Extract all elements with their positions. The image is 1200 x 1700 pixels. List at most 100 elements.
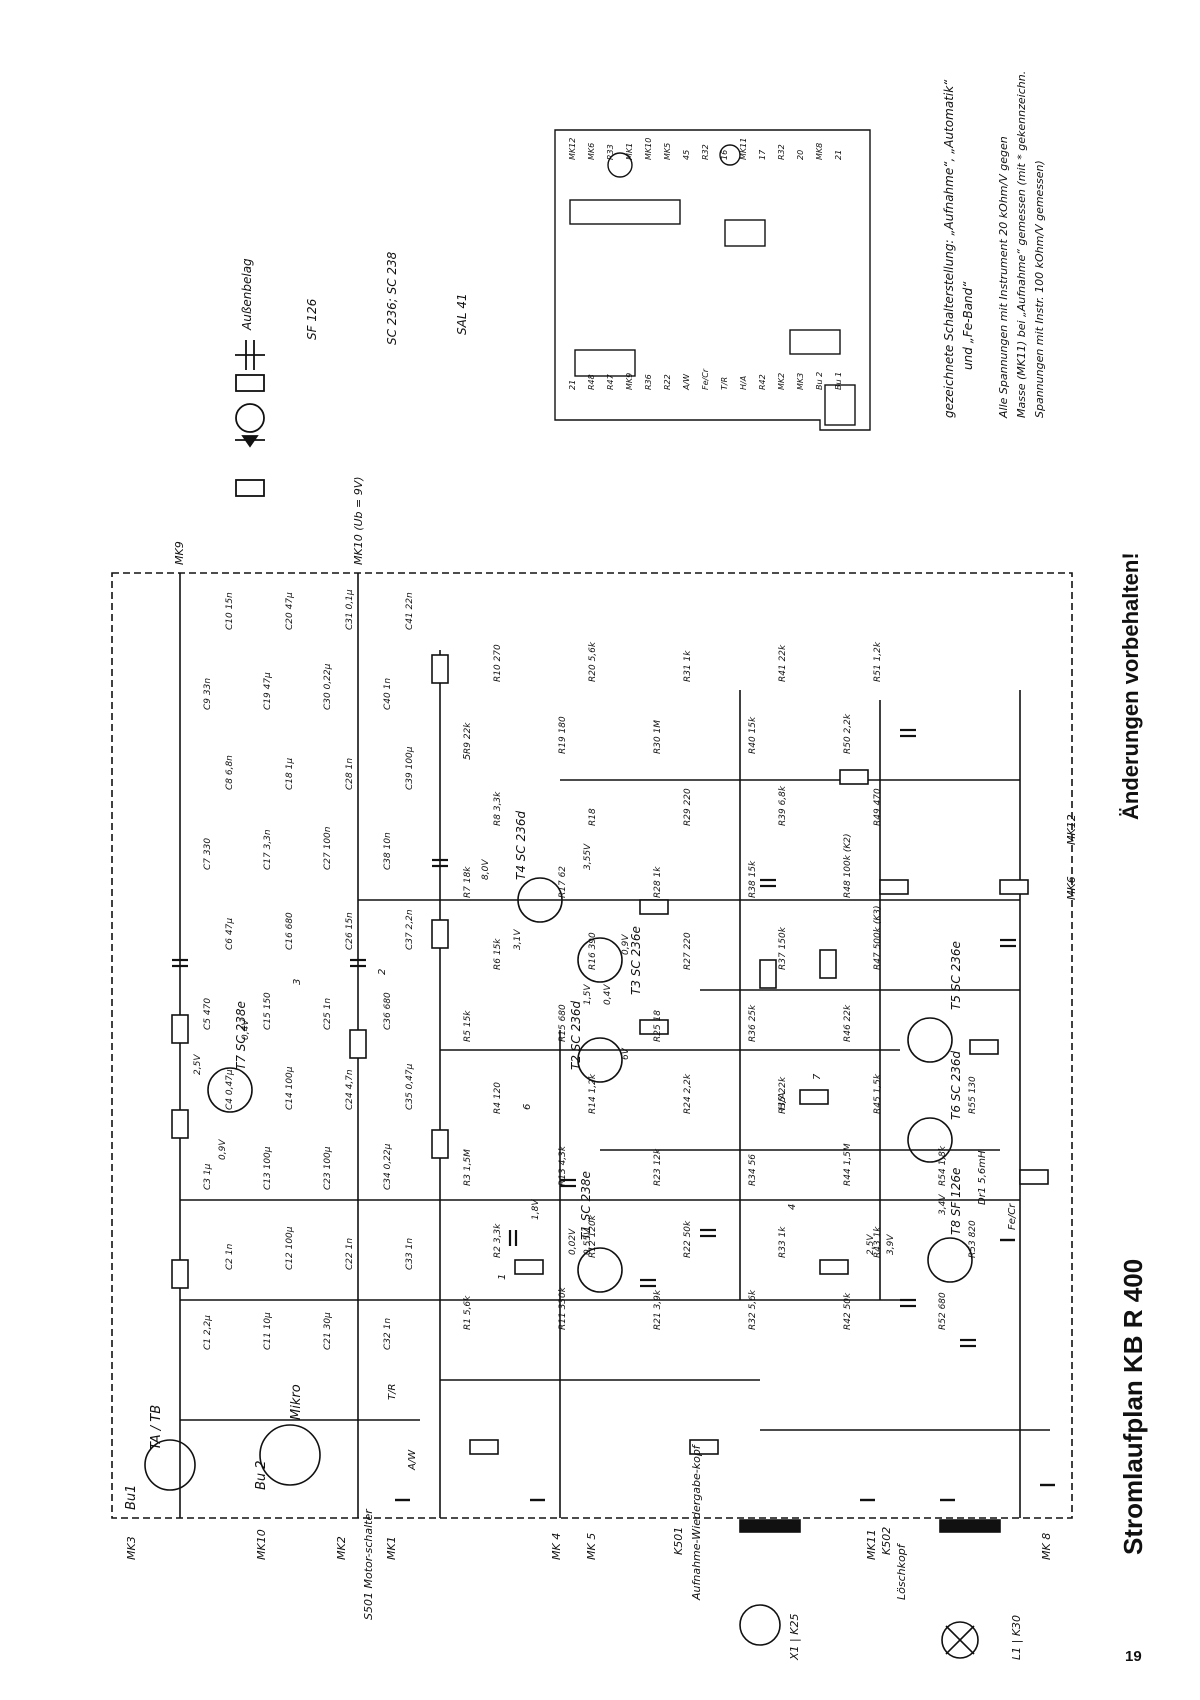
capacitor-label: C36 680	[383, 992, 393, 1030]
capacitor-label: C2 1n	[225, 1243, 235, 1270]
transistor-label: T2 SC 236d	[569, 1001, 583, 1070]
resistor-label: R23 12k	[653, 1148, 663, 1186]
resistor-label: R11 330k	[558, 1286, 568, 1330]
connector-label: MK10 (Ub = 9V)	[352, 476, 365, 565]
capacitor-label: C19 47µ	[263, 672, 273, 710]
capacitor-label: C13 100µ	[263, 1146, 273, 1190]
voltage-mark: 6V	[621, 1047, 631, 1060]
resistor-label: R1 5,6k	[463, 1295, 473, 1330]
switch-note-line-1: gezeichnete Schalterstellung: „Aufnahme“…	[942, 79, 956, 418]
capacitor-label: C14 100µ	[285, 1066, 295, 1110]
capacitor-label: C39 100µ	[405, 746, 415, 790]
capacitor-label: C33 1n	[405, 1238, 415, 1270]
resistor-label: R14 1,2k	[588, 1073, 598, 1114]
resistor-label: R50 2,2k	[843, 713, 853, 754]
head-k502	[941, 1621, 979, 1659]
connector-label: MK11	[865, 1529, 878, 1560]
legend-sal41: SAL 41	[455, 293, 469, 335]
connector-label: MK12	[1065, 814, 1078, 845]
pcb-label: R48	[587, 374, 596, 390]
test-point-label: 5	[462, 754, 473, 760]
connector-label: MK10	[255, 1529, 268, 1560]
resistor-label: R10 270	[493, 644, 503, 682]
resistor-label: R22 50k	[683, 1220, 693, 1258]
resistor-label: R40 15k	[748, 716, 758, 754]
transistor-label: T1 SC 238e	[579, 1171, 593, 1240]
switch-label: Fe/Cr	[1007, 1203, 1018, 1230]
socket-bu2	[259, 1424, 321, 1486]
resistor-label: R44 1,5M	[843, 1143, 853, 1186]
pcb-label: 21	[568, 380, 577, 390]
legend-sf126: SF 126	[305, 298, 319, 340]
changes-notice: Änderungen vorbehalten!	[1118, 552, 1143, 820]
resistor-label: R39 6,8k	[778, 785, 788, 826]
circuit-board-frame	[111, 572, 1073, 1519]
resistor-label: R42 50k	[843, 1292, 853, 1330]
resistor-label: R17 62	[558, 866, 568, 898]
pcb-label: MK1	[625, 143, 634, 160]
capacitor-label: C15 150	[263, 992, 273, 1030]
pcb-label: MK11	[739, 138, 748, 160]
pcb-label: 20	[796, 150, 805, 160]
test-point-label: 7	[812, 1073, 823, 1080]
capacitor-label: C8 6,8n	[225, 755, 235, 790]
resistor-label: R27 220	[683, 932, 693, 970]
motor-switch-label: S501 Motor-schalter	[362, 1509, 375, 1620]
legend-outer-foil: Außenbelag	[240, 258, 254, 330]
capacitor-label: C5 470	[203, 998, 213, 1030]
resistor-label: R45 1,5k	[873, 1073, 883, 1114]
connector-label: MK2	[335, 1536, 348, 1560]
pcb-label: Bu 1	[834, 372, 843, 390]
pcb-label: MK9	[625, 373, 634, 390]
voltage-mark: 3,9V	[886, 1234, 896, 1255]
capacitor-label: C9 33n	[203, 678, 213, 710]
pcb-label: R32	[701, 144, 710, 160]
voltage-measurement-note: Alle Spannungen mit Instrument 20 kOhm/V…	[995, 71, 1049, 418]
test-point-label: 6	[522, 1104, 533, 1110]
resistor-label: R31 1k	[683, 650, 693, 682]
resistor-label: R29 220	[683, 788, 693, 826]
voltage-mark: 8,0V	[481, 859, 491, 880]
capacitor-label: C25 1n	[323, 998, 333, 1030]
erase-connector-block	[939, 1519, 1001, 1533]
resistor-label: R19 180	[558, 716, 568, 754]
connector-label: MK6	[1065, 876, 1078, 900]
resistor-label: R13 4,3k	[558, 1145, 568, 1186]
legend-symbols	[235, 340, 265, 497]
capacitor-label: C21 30µ	[323, 1312, 333, 1350]
resistor-label: R5 15k	[463, 1010, 473, 1042]
resistor-label: R51 1,2k	[873, 641, 883, 682]
resistor-label: R49 470	[873, 788, 883, 826]
switch-position-note: gezeichnete Schalterstellung: „Aufnahme“…	[940, 80, 978, 418]
pcb-label: H/A	[739, 376, 748, 390]
capacitor-label: C31 0,1µ	[345, 589, 355, 630]
page-number: 19	[1125, 1648, 1142, 1665]
socket-label: Bu 2	[254, 1460, 269, 1490]
voltage-mark: 0,55V	[583, 1228, 593, 1255]
resistor-label: R24 2,2k	[683, 1073, 693, 1114]
voltage-note-line-3: Spannungen mit Instr. 100 kOhm/V gemesse…	[1033, 160, 1046, 418]
pcb-label: 17	[758, 149, 767, 160]
pcb-layout-view	[554, 129, 871, 431]
pcb-label: R47	[606, 373, 615, 390]
pcb-label: R22	[663, 374, 672, 390]
voltage-mark: 0,9V	[218, 1139, 228, 1160]
capacitor-label: C10 15n	[225, 592, 235, 630]
pcb-label: Bu 2	[815, 372, 824, 390]
voltage-mark: 1,8V	[531, 1199, 541, 1220]
resistor-label: R30 1M	[653, 720, 663, 754]
transistor-label: T4 SC 236d	[514, 811, 528, 880]
voltage-mark: 0,4V	[603, 984, 613, 1005]
transistor-label: T5 SC 236e	[949, 941, 963, 1010]
test-point-label: 1	[497, 1274, 508, 1280]
resistor-label: R21 3,9k	[653, 1289, 663, 1330]
transistor-label: T7 SC 238e	[234, 1001, 248, 1070]
capacitor-label: C22 1n	[345, 1238, 355, 1270]
resistor-label: R34 56	[748, 1154, 758, 1186]
pcb-label: MK6	[587, 143, 596, 160]
pcb-label: A/W	[682, 373, 691, 391]
test-point-label: 4	[787, 1204, 798, 1210]
voltage-note-line-1: Alle Spannungen mit Instrument 20 kOhm/V…	[997, 136, 1010, 418]
